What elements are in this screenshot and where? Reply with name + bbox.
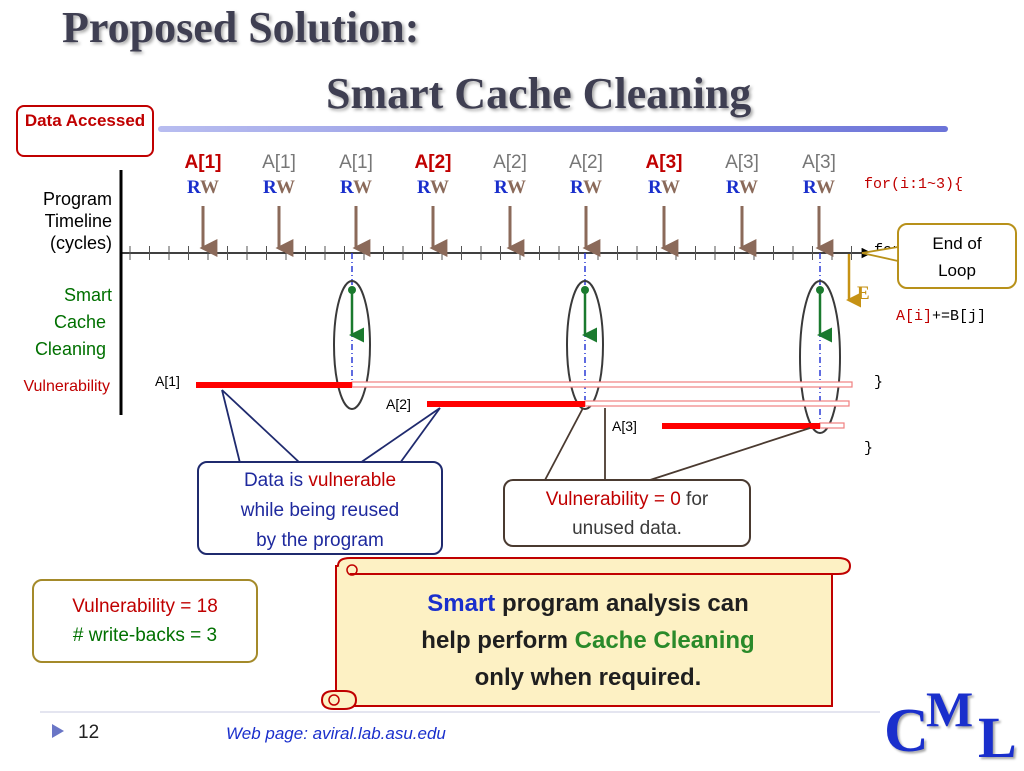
- access-label: A[1]: [339, 152, 373, 173]
- code-line-4: }: [874, 374, 884, 391]
- bar-a3-vulnerable: [662, 423, 820, 429]
- bar-a2-vulnerable: [427, 401, 585, 407]
- web-page-link[interactable]: Web page: aviral.lab.asu.edu: [226, 724, 446, 743]
- read-write-label: RW: [802, 177, 836, 198]
- vulnerable-callout-pointers: [221, 389, 441, 464]
- bar-a1-faint: [351, 381, 853, 388]
- bar-label-a1: A[1]: [155, 373, 180, 389]
- read-write-label: RW: [186, 177, 220, 198]
- program-timeline-label: Program Timeline (cycles): [42, 189, 112, 253]
- read-write-label: RW: [416, 177, 450, 198]
- read-write-label: RW: [647, 177, 681, 198]
- read-write-label: RW: [725, 177, 759, 198]
- end-label: E: [857, 283, 870, 304]
- access-label: A[3]: [802, 152, 836, 173]
- cleaning-ellipse-2: [566, 280, 604, 410]
- read-write-label: RW: [569, 177, 603, 198]
- access-label: A[3]: [645, 152, 683, 173]
- smart-cache-cleaning-label: Smart Cache Cleaning: [34, 285, 112, 359]
- data-accessed-box: Data Accessed: [16, 105, 154, 157]
- access-label: A[1]: [262, 152, 296, 173]
- bar-label-a3: A[3]: [612, 418, 637, 434]
- access-label: A[2]: [414, 152, 452, 173]
- title-underline: [158, 126, 948, 132]
- access-arrows: [199, 206, 834, 257]
- read-write-label: RW: [262, 177, 296, 198]
- vulnerability-label: Vulnerability: [23, 378, 110, 395]
- scroll-message: Smart program analysis can help perform …: [421, 590, 755, 691]
- vulnerable-callout: Data is vulnerable while being reused by…: [197, 461, 443, 555]
- bar-a1-vulnerable: [196, 382, 352, 388]
- cleaning-arrows: [348, 286, 832, 343]
- zero-callout-pointers: [544, 407, 811, 481]
- scroll-shape: [321, 557, 852, 710]
- code-line-5: }: [864, 440, 874, 457]
- read-write-label: RW: [339, 177, 373, 198]
- code-line-1: for(i:1~3){: [864, 176, 964, 193]
- access-label: A[3]: [725, 152, 759, 173]
- footer-bullet-icon: [52, 724, 64, 738]
- stats-box: Vulnerability = 18 # write-backs = 3: [32, 579, 258, 663]
- end-of-loop-callout: End of Loop: [897, 223, 1017, 289]
- bar-a2-faint: [584, 400, 850, 407]
- access-label: A[2]: [569, 152, 603, 173]
- zero-vulnerability-callout: Vulnerability = 0 for unused data.: [503, 479, 751, 547]
- code-line-3: A[i]+=B[j]: [896, 308, 987, 325]
- slide-title-line2: Smart Cache Cleaning: [326, 69, 752, 118]
- bar-a3-faint: [819, 422, 845, 429]
- page-number: 12: [78, 722, 100, 743]
- vulnerability-bars: [196, 381, 853, 429]
- data-accessed-label: Data Accessed: [24, 111, 146, 130]
- access-label: A[1]: [184, 152, 222, 173]
- bar-label-a2: A[2]: [386, 396, 411, 412]
- cleaning-ellipse-3: [799, 280, 841, 434]
- end-of-loop-pointer: [861, 245, 899, 263]
- read-write-label: RW: [493, 177, 527, 198]
- cml-logo: C M L: [884, 681, 1017, 770]
- slide-title-line1: Proposed Solution:: [62, 3, 420, 52]
- cleaning-ellipse-1: [333, 280, 371, 410]
- access-label: A[2]: [493, 152, 527, 173]
